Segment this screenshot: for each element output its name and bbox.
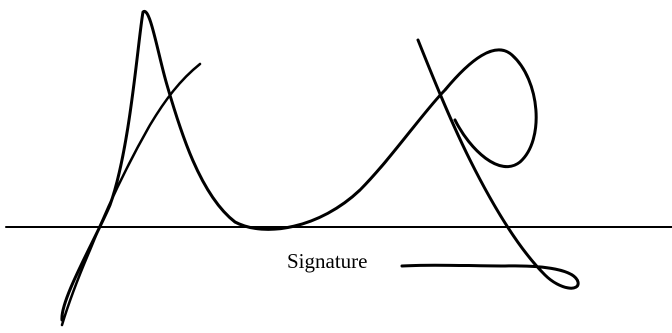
signature-label: Signature bbox=[287, 249, 368, 273]
signature-stroke-c bbox=[400, 38, 580, 290]
signature-stroke-a bbox=[60, 10, 538, 322]
signature-stroke-b bbox=[60, 62, 202, 327]
